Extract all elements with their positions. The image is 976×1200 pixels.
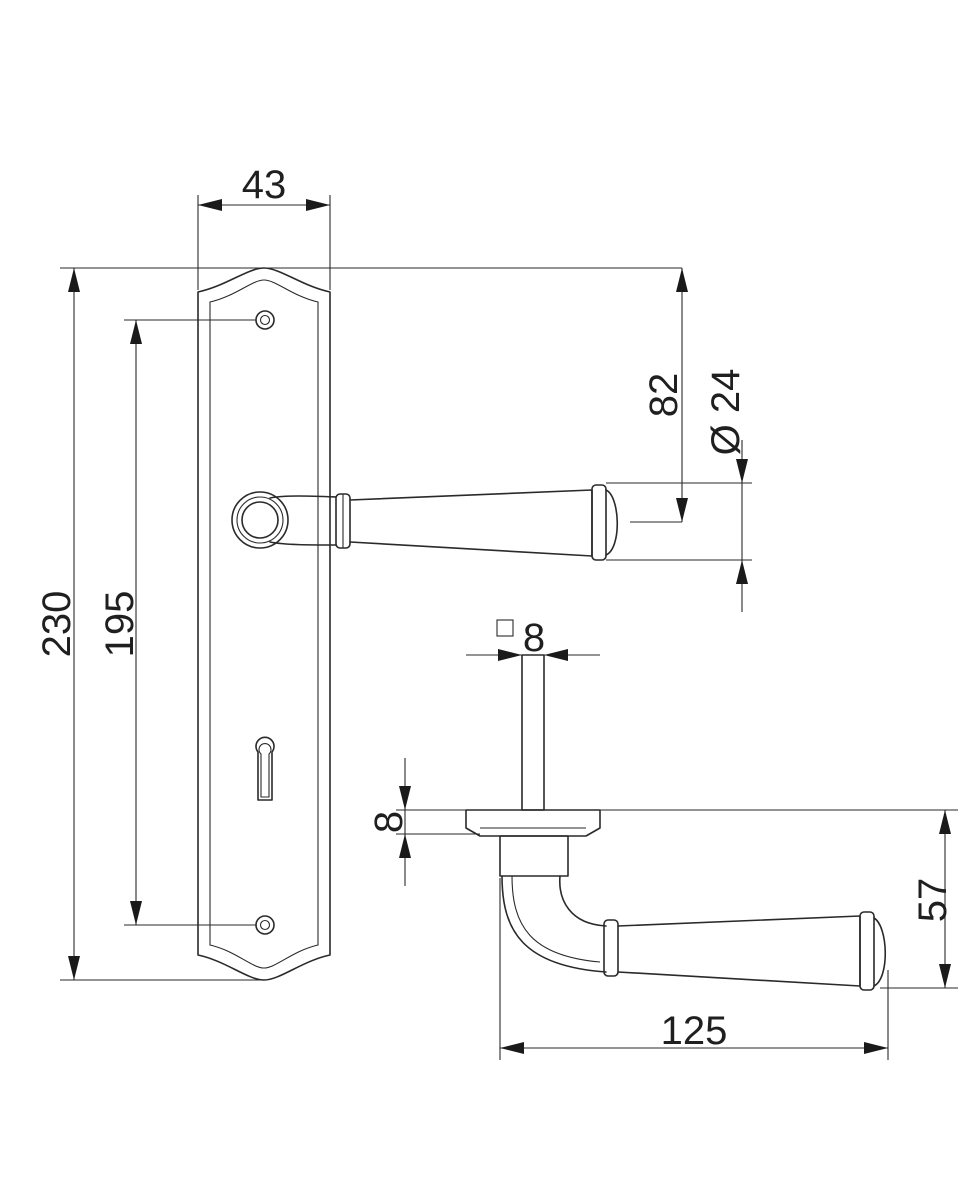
- lever-front-view: [231, 484, 619, 561]
- dim-label-plate-width: 43: [242, 163, 287, 207]
- square-symbol-icon: [496, 619, 514, 637]
- lever-elbow: [501, 875, 607, 973]
- dim-label-plate-height: 230: [35, 591, 79, 658]
- lever-grip: [349, 489, 593, 557]
- dimension-lines: [60, 195, 958, 1060]
- dim-label-lever-projection: 57: [911, 878, 955, 923]
- dim-label-lever-length: 125: [661, 1009, 728, 1053]
- dim-label-lever-diameter: Ø 24: [704, 369, 748, 456]
- backplate-outline: [197, 267, 331, 981]
- rose-outer: [231, 491, 289, 549]
- square-spindle: [521, 654, 545, 811]
- screw-hole-top: [255, 310, 275, 330]
- backplate-front-view: [197, 267, 331, 981]
- dim-label-hole-spacing: 195: [98, 591, 142, 658]
- dim-label-square-spindle: 8: [523, 616, 545, 660]
- dim-label-lever-height: 82: [642, 373, 686, 418]
- keyhole: [255, 736, 275, 801]
- screw-hole-bottom: [255, 915, 275, 935]
- lever-grip-side: [617, 915, 861, 987]
- dim-label-rose-thickness: 8: [367, 811, 411, 833]
- rose-side: [465, 809, 601, 837]
- backplate-bevel: [209, 279, 319, 969]
- handle-side-view: [465, 654, 887, 991]
- lever-end-cap: [591, 484, 607, 561]
